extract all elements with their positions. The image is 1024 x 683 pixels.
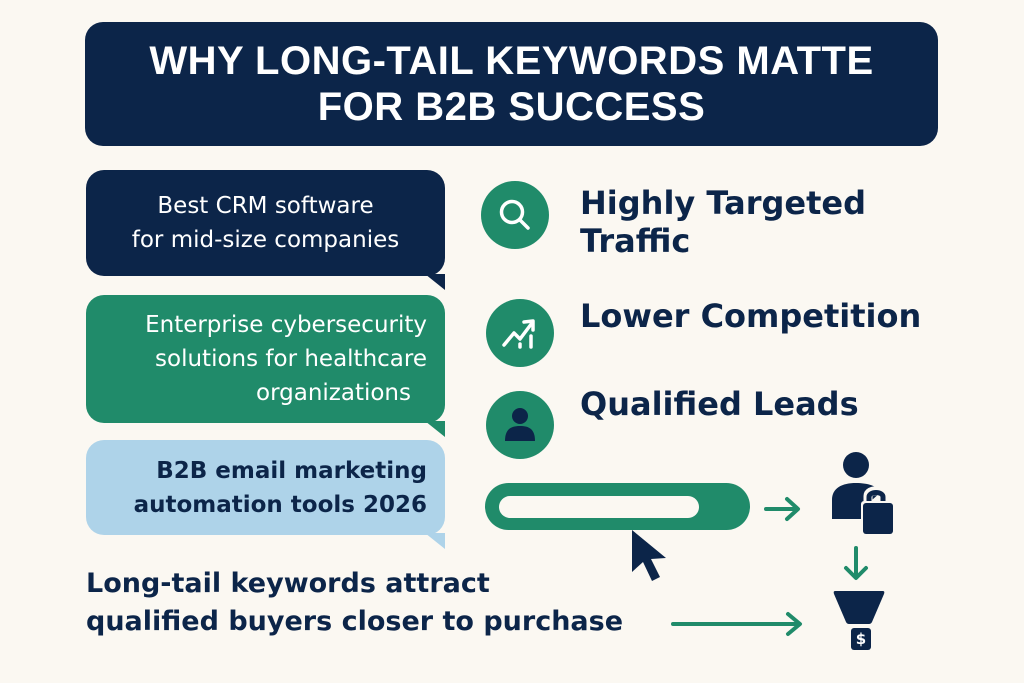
bubble-text-line: automation tools 2026 [133, 491, 427, 518]
trending-up-chart-icon [502, 319, 535, 349]
keyword-bubble-email-marketing: B2B email marketing automation tools 202… [86, 440, 445, 535]
benefit-qualified-leads: Qualified Leads [580, 385, 859, 423]
search-icon-badge [481, 181, 549, 249]
benefit-label: Traffic [580, 222, 691, 260]
keyword-bubble-crm: Best CRM software for mid-size companies [86, 170, 445, 276]
summary-line-1: Long-tail keywords attract [86, 568, 490, 599]
bubble-tail [425, 421, 445, 437]
benefit-targeted-traffic: Highly Targeted Traffic [580, 184, 866, 260]
trend-icon-badge [486, 299, 554, 367]
bubble-text-line: solutions for healthcare [155, 346, 427, 372]
bubble-text-line: B2B email marketing [156, 457, 427, 484]
arrow-down-icon [844, 546, 868, 580]
search-input[interactable] [499, 496, 699, 518]
bubble-tail [425, 533, 445, 549]
cursor-pointer-icon [632, 530, 666, 581]
benefit-lower-competition: Lower Competition [580, 297, 921, 335]
user-lock-icon [832, 452, 893, 535]
arrow-right-icon [764, 497, 800, 521]
arrow-right-long-icon [671, 612, 802, 636]
bubble-text-line: organizations [256, 380, 411, 406]
bubble-text-line: Enterprise cybersecurity [145, 312, 427, 338]
search-icon [499, 199, 530, 230]
funnel-icon [833, 591, 885, 624]
bubble-text-line: Best CRM software [157, 193, 374, 219]
bubble-text-line: for mid-size companies [131, 227, 400, 253]
benefit-label: Lower Competition [580, 297, 922, 335]
summary-line-2: qualified buyers closer to purchase [86, 606, 624, 637]
bubble-tail [425, 274, 445, 290]
benefit-label: Highly Targeted [580, 184, 866, 222]
title-banner: WHY LONG-TAIL KEYWORDS MATTE FOR B2B SUC… [85, 22, 938, 146]
search-bar[interactable] [485, 483, 750, 530]
dollar-icon: $ [851, 628, 871, 650]
keyword-bubble-cybersecurity: Enterprise cybersecurity solutions for h… [86, 295, 445, 423]
summary-text: Long-tail keywords attract qualified buy… [86, 565, 623, 641]
user-icon [505, 408, 535, 441]
benefit-label: Qualified Leads [580, 385, 859, 423]
user-icon-badge [486, 391, 554, 459]
title-line-2: FOR B2B SUCCESS [317, 85, 706, 129]
title-line-1: WHY LONG-TAIL KEYWORDS MATTE [149, 39, 874, 83]
